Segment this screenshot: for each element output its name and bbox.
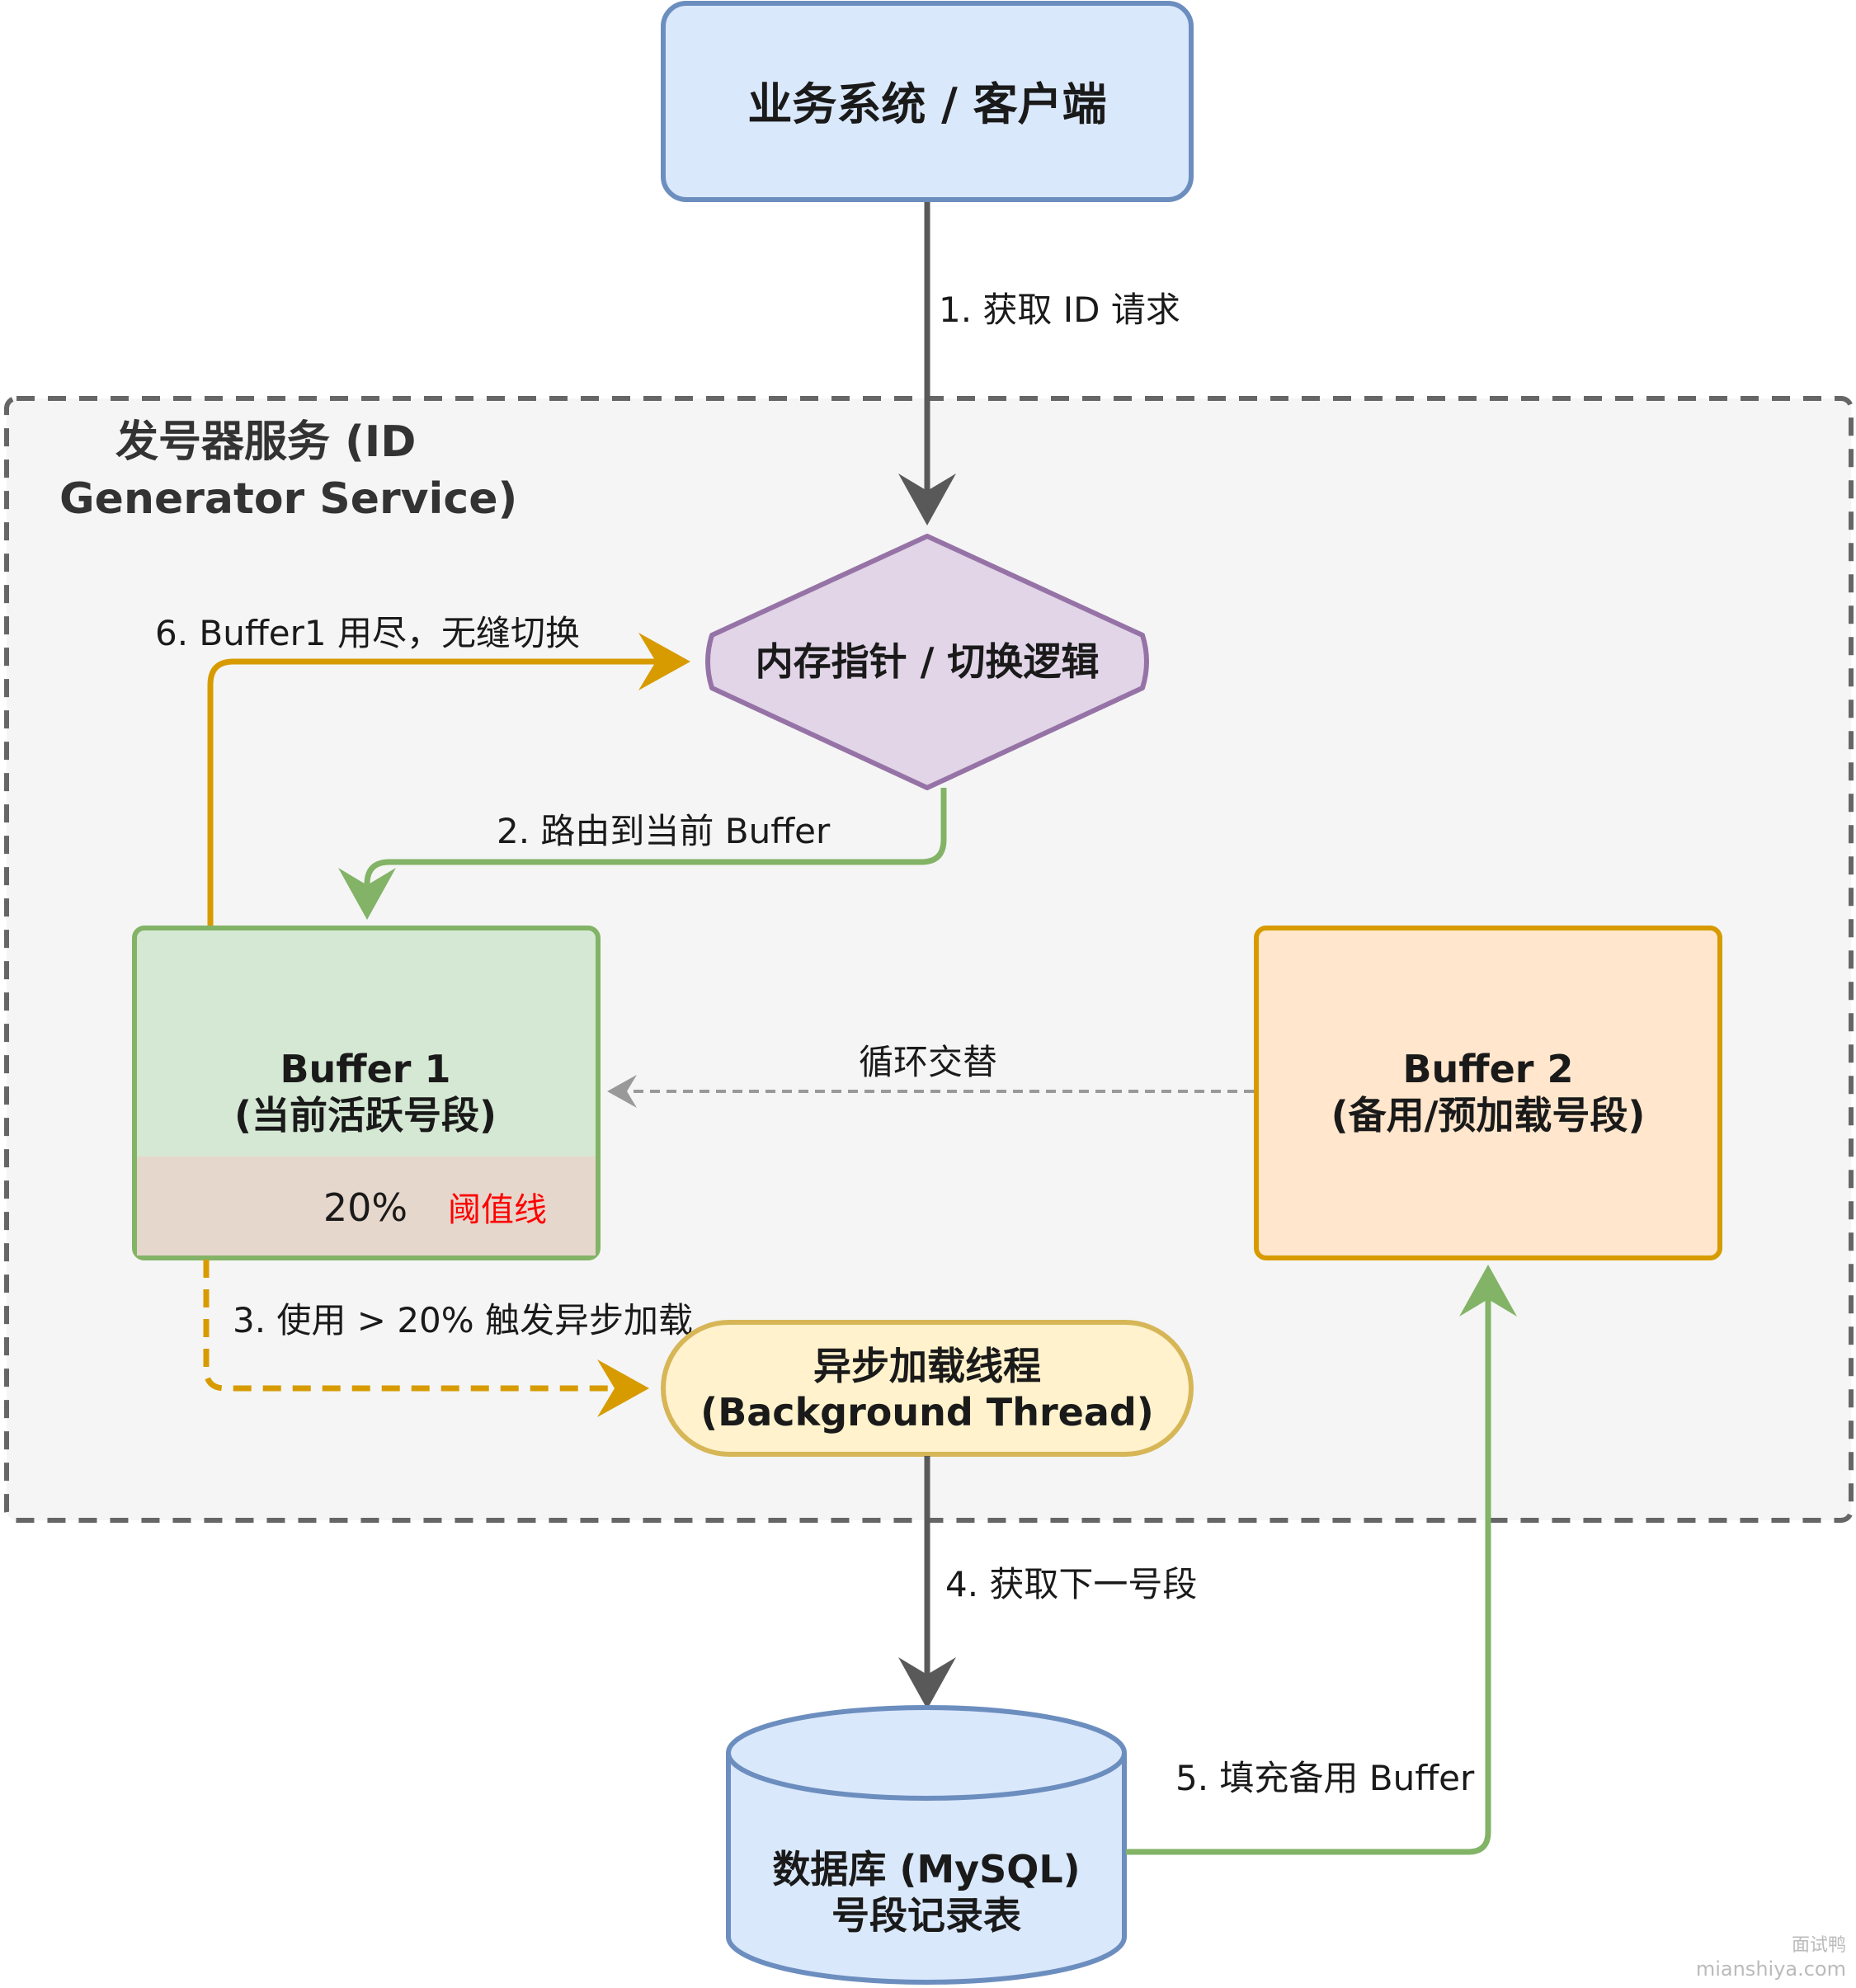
edge-route-label: 2. 路由到当前 Buffer — [497, 811, 831, 851]
service-title-line1: 发号器服务 (ID — [115, 417, 416, 467]
service-title-line2: Generator Service) — [59, 474, 517, 524]
async-thread-subtitle: (Background Thread) — [700, 1390, 1154, 1434]
switch-logic-label: 内存指针 / 切换逻辑 — [756, 639, 1100, 684]
edge-switch-label: 6. Buffer1 用尽，无缝切换 — [155, 613, 580, 653]
edge-trigger: 3. 使用 > 20% 触发异步加载 — [203, 1260, 693, 1417]
buffer1-node: Buffer 1 (当前活跃号段) 20% 阈值线 — [132, 926, 601, 1260]
threshold-zone — [137, 1157, 596, 1255]
edge-fill-label: 5. 填充备用 Buffer — [1175, 1758, 1475, 1798]
buffer2-subtitle: (备用/预加载号段) — [1331, 1093, 1646, 1138]
client-label: 业务系统 / 客户端 — [747, 78, 1106, 130]
buffer2-node: Buffer 2 (备用/预加载号段) — [1254, 926, 1722, 1260]
watermark: 面试鸭 mianshiya.com — [1696, 1935, 1846, 1981]
database-title: 数据库 (MySQL) — [772, 1847, 1080, 1891]
client-node: 业务系统 / 客户端 — [661, 1, 1194, 202]
edge-route: 2. 路由到当前 Buffer — [338, 788, 947, 920]
edge-trigger-label: 3. 使用 > 20% 触发异步加载 — [233, 1300, 693, 1340]
watermark-line2: mianshiya.com — [1696, 1957, 1846, 1981]
database-subtitle: 号段记录表 — [831, 1893, 1021, 1938]
edge-fill: 5. 填充备用 Buffer — [1126, 1265, 1517, 1855]
buffer2-title: Buffer 2 — [1403, 1047, 1574, 1091]
edge-cycle-label: 循环交替 — [859, 1042, 997, 1082]
edge-request: 1. 获取 ID 请求 — [898, 202, 1180, 525]
buffer1-subtitle: (当前活跃号段) — [234, 1093, 497, 1138]
edge-request-label: 1. 获取 ID 请求 — [939, 290, 1180, 330]
edge-fetch: 4. 获取下一号段 — [898, 1456, 1197, 1709]
database-node: 数据库 (MySQL) 号段记录表 — [726, 1705, 1127, 1985]
edge-switch: 6. Buffer1 用尽，无缝切换 — [155, 613, 690, 928]
threshold-label: 阈值线 — [448, 1191, 547, 1229]
watermark-line1: 面试鸭 — [1792, 1935, 1846, 1956]
async-thread-node: 异步加载线程 (Background Thread) — [661, 1320, 1194, 1457]
threshold-value: 20% — [323, 1185, 407, 1230]
async-thread-title: 异步加载线程 — [813, 1344, 1041, 1388]
edge-fetch-label: 4. 获取下一号段 — [945, 1564, 1197, 1604]
buffer1-title: Buffer 1 — [280, 1047, 451, 1091]
switch-logic-node: 内存指针 / 切换逻辑 — [705, 534, 1149, 790]
edge-cycle: 循环交替 — [607, 1042, 1254, 1108]
